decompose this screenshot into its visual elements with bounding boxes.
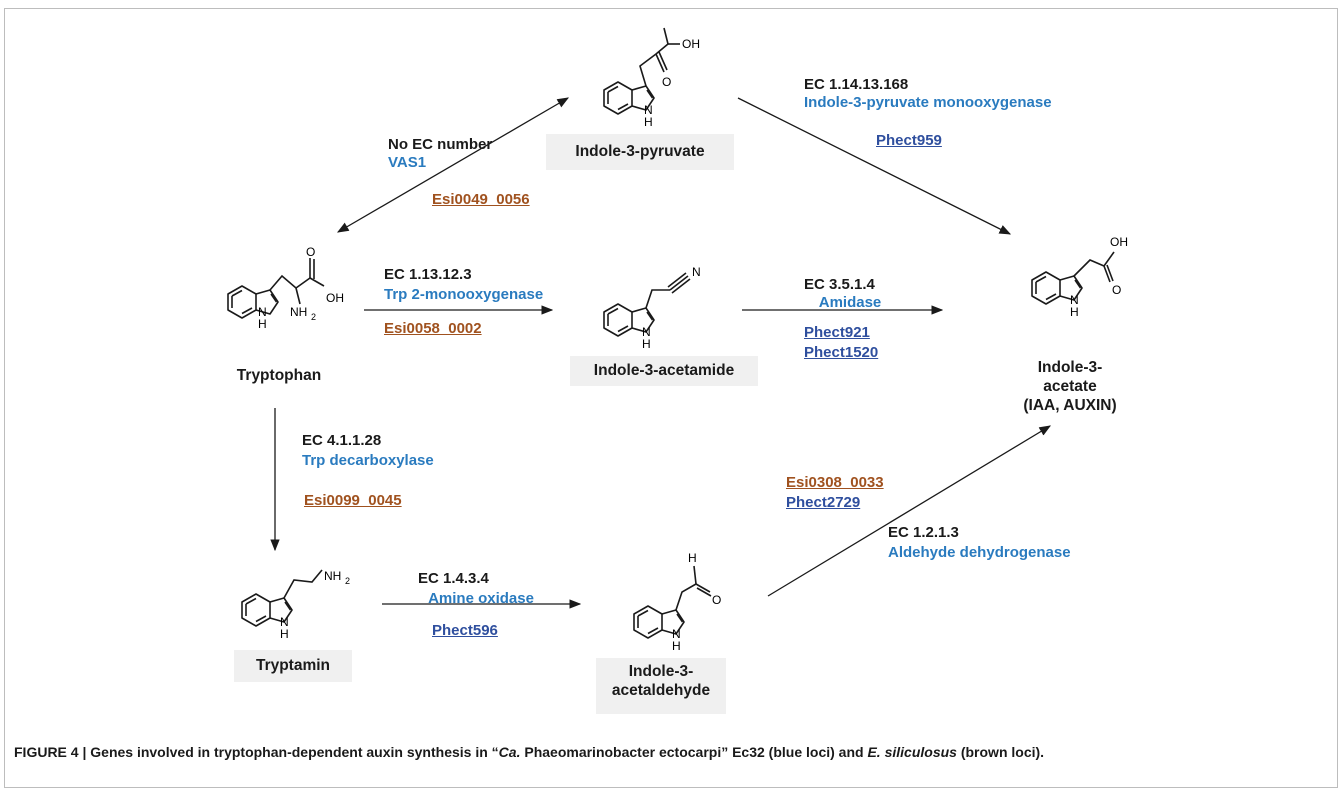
atom-h: H (644, 115, 653, 129)
atom-o: O (712, 593, 721, 607)
atom-h: H (258, 317, 267, 331)
atom-oh: OH (682, 37, 700, 51)
label-indole-3-acetate: Indole-3- acetate (IAA, AUXIN) (1010, 358, 1130, 415)
enzyme-trp-decarboxylase: Trp decarboxylase (302, 452, 434, 469)
caption-prefix: FIGURE 4 | Genes involved in tryptophan-… (14, 744, 499, 760)
arrow-pyruvate-iaa (737, 97, 1012, 235)
indole-3-pyruvate-structure: OH O N H (603, 27, 700, 129)
locus-phect921[interactable]: Phect921 (804, 324, 870, 341)
label-acetaldehyde-line1: Indole-3- (628, 663, 694, 680)
caption-mid: Phaeomarinobacter ectocarpi” Ec32 (blue … (520, 744, 868, 760)
figure-caption: FIGURE 4 | Genes involved in tryptophan-… (14, 742, 1324, 762)
enzyme-pyruvate-monooxygenase: Indole-3-pyruvate monooxygenase (804, 94, 1052, 111)
atom-o: O (306, 245, 315, 259)
enzyme-vas1: VAS1 (388, 154, 427, 171)
atom-h: H (688, 551, 697, 565)
figure-frame (4, 8, 1338, 788)
ec-pyruvate-monooxygenase: EC 1.14.13.168 (804, 76, 909, 93)
indole-3-acetamide-structure: N N H (603, 265, 701, 351)
atom-o: O (1112, 283, 1121, 297)
atom-nh2: NH (324, 569, 341, 583)
label-iaa-line2: acetate (1043, 378, 1097, 395)
locus-esi0049-0056[interactable]: Esi0049_0056 (432, 191, 530, 208)
atom-n: N (280, 615, 289, 629)
atom-subscript: 2 (311, 312, 316, 322)
atom-n: N (644, 103, 653, 117)
caption-species: E. siliculosus (867, 744, 957, 760)
ec-trp-decarboxylase: EC 4.1.1.28 (302, 432, 382, 449)
atom-n: N (258, 305, 267, 319)
label-tryptophan: Tryptophan (236, 367, 322, 384)
tryptamin-structure: NH 2 N H (241, 569, 350, 641)
atom-oh: OH (1110, 235, 1128, 249)
caption-ca: Ca. (498, 744, 521, 760)
atom-n: N (692, 265, 701, 279)
label-indole-3-pyruvate: Indole-3-pyruvate (546, 134, 734, 170)
label-iaa-line1: Indole-3- (1037, 359, 1103, 376)
ec-trp-monooxygenase: EC 1.13.12.3 (384, 266, 472, 283)
atom-n: N (1070, 293, 1079, 307)
label-tryptamin: Tryptamin (234, 650, 352, 682)
locus-phect1520[interactable]: Phect1520 (804, 344, 879, 361)
enzyme-amidase: Amidase (818, 294, 882, 311)
ec-vas1: No EC number (388, 136, 493, 153)
arrow-trp-pyruvate (336, 97, 570, 233)
atom-n: N (642, 325, 651, 339)
arrow-aldehyde-iaa (767, 425, 1052, 597)
label-indole-3-acetamide: Indole-3-acetamide (570, 356, 758, 386)
atom-subscript: 2 (345, 576, 350, 586)
caption-suffix: (brown loci). (956, 744, 1045, 760)
enzyme-aldehyde-dehydrogenase: Aldehyde dehydrogenase (888, 544, 1071, 561)
locus-esi0308-0033[interactable]: Esi0308_0033 (786, 474, 884, 491)
label-acetaldehyde-line2: acetaldehyde (611, 682, 711, 699)
atom-h: H (642, 337, 651, 351)
atom-h: H (280, 627, 289, 641)
atom-h: H (1070, 305, 1079, 319)
label-indole-3-acetaldehyde: Indole-3- acetaldehyde (596, 658, 726, 714)
tryptophan-structure: OH O NH 2 N H (227, 245, 344, 331)
label-iaa-line3: (IAA, AUXIN) (1023, 397, 1117, 414)
locus-esi0058-0002[interactable]: Esi0058_0002 (384, 320, 482, 337)
locus-esi0099-0045[interactable]: Esi0099_0045 (304, 492, 402, 509)
enzyme-trp-monooxygenase: Trp 2-monooxygenase (384, 286, 544, 303)
locus-phect596[interactable]: Phect596 (432, 622, 498, 639)
ec-aldehyde-dehydrogenase: EC 1.2.1.3 (888, 524, 959, 541)
atom-h: H (672, 639, 681, 653)
atom-o: O (662, 75, 671, 89)
ec-amine-oxidase: EC 1.4.3.4 (418, 570, 489, 587)
ec-amidase: EC 3.5.1.4 (804, 276, 875, 293)
locus-phect959[interactable]: Phect959 (876, 132, 942, 149)
locus-phect2729[interactable]: Phect2729 (786, 494, 861, 511)
indole-3-acetaldehyde-structure: H O N H (633, 551, 721, 653)
indole-3-acetate-structure: OH O N H (1031, 235, 1128, 319)
atom-nh2: NH (290, 305, 307, 319)
enzyme-amine-oxidase: Amine oxidase (428, 590, 534, 607)
atom-n: N (672, 627, 681, 641)
atom-oh: OH (326, 291, 344, 305)
